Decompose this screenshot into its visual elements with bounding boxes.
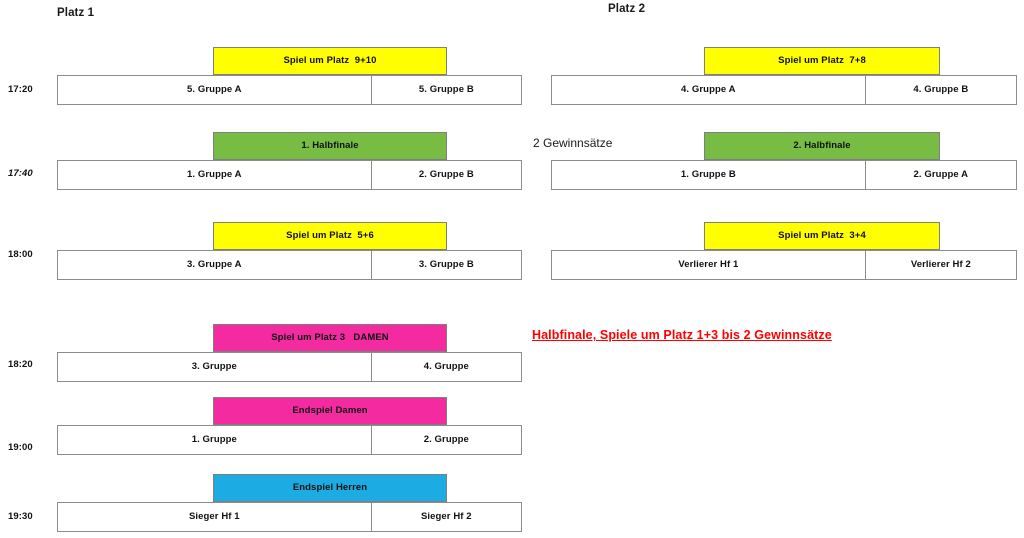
- match-title-bar: Spiel um Platz 5+6: [213, 222, 447, 250]
- note-halbfinale-rule: Halbfinale, Spiele um Platz 1+3 bis 2 Ge…: [532, 328, 832, 342]
- note-gewinnsaetze: 2 Gewinnsätze: [533, 136, 613, 150]
- match-title-bar: Endspiel Damen: [213, 397, 447, 425]
- match-away-team: 2. Gruppe: [423, 434, 469, 446]
- match-title-bar: 1. Halbfinale: [213, 132, 447, 160]
- match-away-team: 5. Gruppe B: [418, 84, 474, 96]
- match-pairing-row: 4. Gruppe A 4. Gruppe B: [551, 75, 1017, 105]
- match-away-team: 2. Gruppe A: [913, 169, 969, 181]
- match-away-team: 3. Gruppe B: [418, 259, 474, 271]
- match-pairing-row: 1. Gruppe B 2. Gruppe A: [551, 160, 1017, 190]
- match-pairing-row: Verlierer Hf 1 Verlierer Hf 2: [551, 250, 1017, 280]
- match-home-team: 1. Gruppe B: [552, 161, 866, 189]
- column-heading-platz-1: Platz 1: [57, 7, 95, 19]
- match-pairing-row: 3. Gruppe A 3. Gruppe B: [57, 250, 522, 280]
- match-title-bar: Spiel um Platz 3+4: [704, 222, 940, 250]
- match-home-team: 3. Gruppe: [58, 353, 372, 381]
- match-title-bar: Endspiel Herren: [213, 474, 447, 502]
- match-home-team: Verlierer Hf 1: [552, 251, 866, 279]
- match-pairing-row: 1. Gruppe 2. Gruppe: [57, 425, 522, 455]
- match-home-team: 1. Gruppe: [58, 426, 372, 454]
- match-title-bar: Spiel um Platz 7+8: [704, 47, 940, 75]
- match-away-team: 4. Gruppe: [423, 361, 469, 373]
- match-pairing-row: 3. Gruppe 4. Gruppe: [57, 352, 522, 382]
- match-pairing-row: 1. Gruppe A 2. Gruppe B: [57, 160, 522, 190]
- match-home-team: Sieger Hf 1: [58, 503, 372, 531]
- match-away-team: Sieger Hf 2: [420, 511, 472, 523]
- match-pairing-row: 5. Gruppe A 5. Gruppe B: [57, 75, 522, 105]
- time-label-1740: 17:40: [8, 168, 33, 179]
- match-title-bar: Spiel um Platz 9+10: [213, 47, 447, 75]
- time-label-1720: 17:20: [8, 84, 33, 95]
- match-home-team: 4. Gruppe A: [552, 76, 866, 104]
- match-title-bar: Spiel um Platz 3 DAMEN: [213, 324, 447, 352]
- time-label-1900: 19:00: [8, 442, 33, 453]
- match-home-team: 5. Gruppe A: [58, 76, 372, 104]
- time-label-1930: 19:30: [8, 511, 33, 522]
- match-pairing-row: Sieger Hf 1 Sieger Hf 2: [57, 502, 522, 532]
- match-away-team: 4. Gruppe B: [913, 84, 969, 96]
- match-away-team: 2. Gruppe B: [418, 169, 474, 181]
- column-heading-platz-2: Platz 2: [608, 3, 646, 15]
- match-home-team: 1. Gruppe A: [58, 161, 372, 189]
- time-label-1800: 18:00: [8, 249, 33, 260]
- match-title-bar: 2. Halbfinale: [704, 132, 940, 160]
- match-away-team: Verlierer Hf 2: [910, 259, 971, 271]
- match-home-team: 3. Gruppe A: [58, 251, 372, 279]
- time-label-1820: 18:20: [8, 359, 33, 370]
